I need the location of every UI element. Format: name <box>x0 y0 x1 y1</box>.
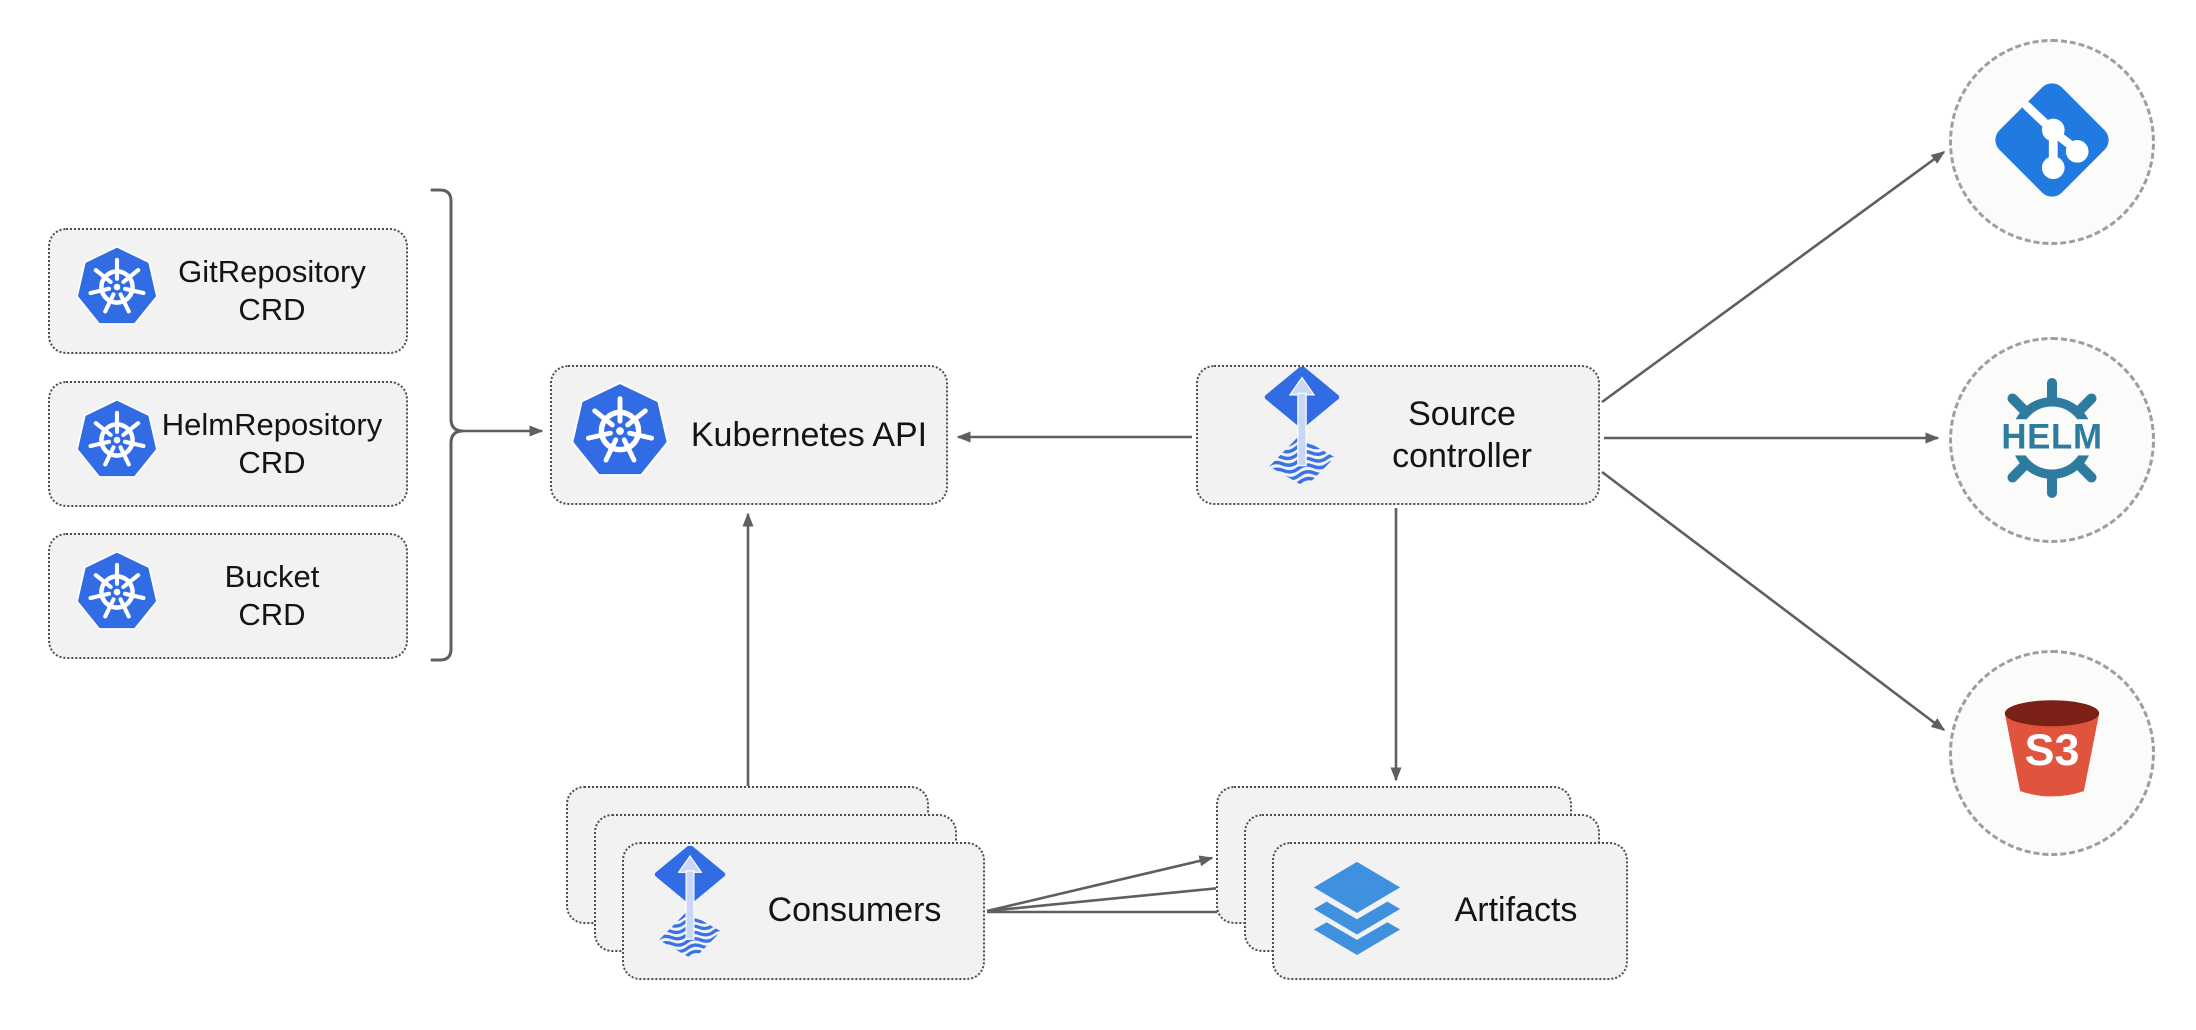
helm-logo-text: HELM <box>2001 417 2102 456</box>
node-label: Kubernetes API <box>690 415 928 454</box>
node-kubernetes-api: Kubernetes API <box>550 365 948 505</box>
s3-bucket-icon: S3 <box>1993 687 2111 820</box>
node-label: Consumers <box>767 891 942 930</box>
external-git <box>1949 39 2155 245</box>
flux-icon <box>1264 365 1340 504</box>
grouping-brace <box>430 188 464 662</box>
git-icon <box>1989 77 2115 208</box>
kubernetes-icon <box>76 398 158 489</box>
kubernetes-icon <box>76 245 158 336</box>
external-helm: HELM <box>1949 337 2155 543</box>
helm-icon: HELM <box>1985 371 2119 510</box>
node-artifacts: Artifacts <box>1272 842 1628 980</box>
node-consumers: Consumers <box>622 842 985 980</box>
kubernetes-icon <box>76 550 158 641</box>
kubernetes-icon <box>571 381 669 489</box>
s3-logo-text: S3 <box>2025 724 2080 775</box>
node-label: Artifacts <box>1454 891 1578 930</box>
flux-icon <box>654 844 726 976</box>
edge-consumers-to-artifacts-2 <box>986 881 1242 913</box>
edge-consumers-to-artifacts-1 <box>986 855 1214 913</box>
edge-source-controller-to-s3 <box>1601 470 1946 732</box>
external-s3: S3 <box>1949 650 2155 856</box>
edge-source-controller-to-git <box>1601 150 1946 404</box>
layers-icon <box>1308 858 1406 965</box>
